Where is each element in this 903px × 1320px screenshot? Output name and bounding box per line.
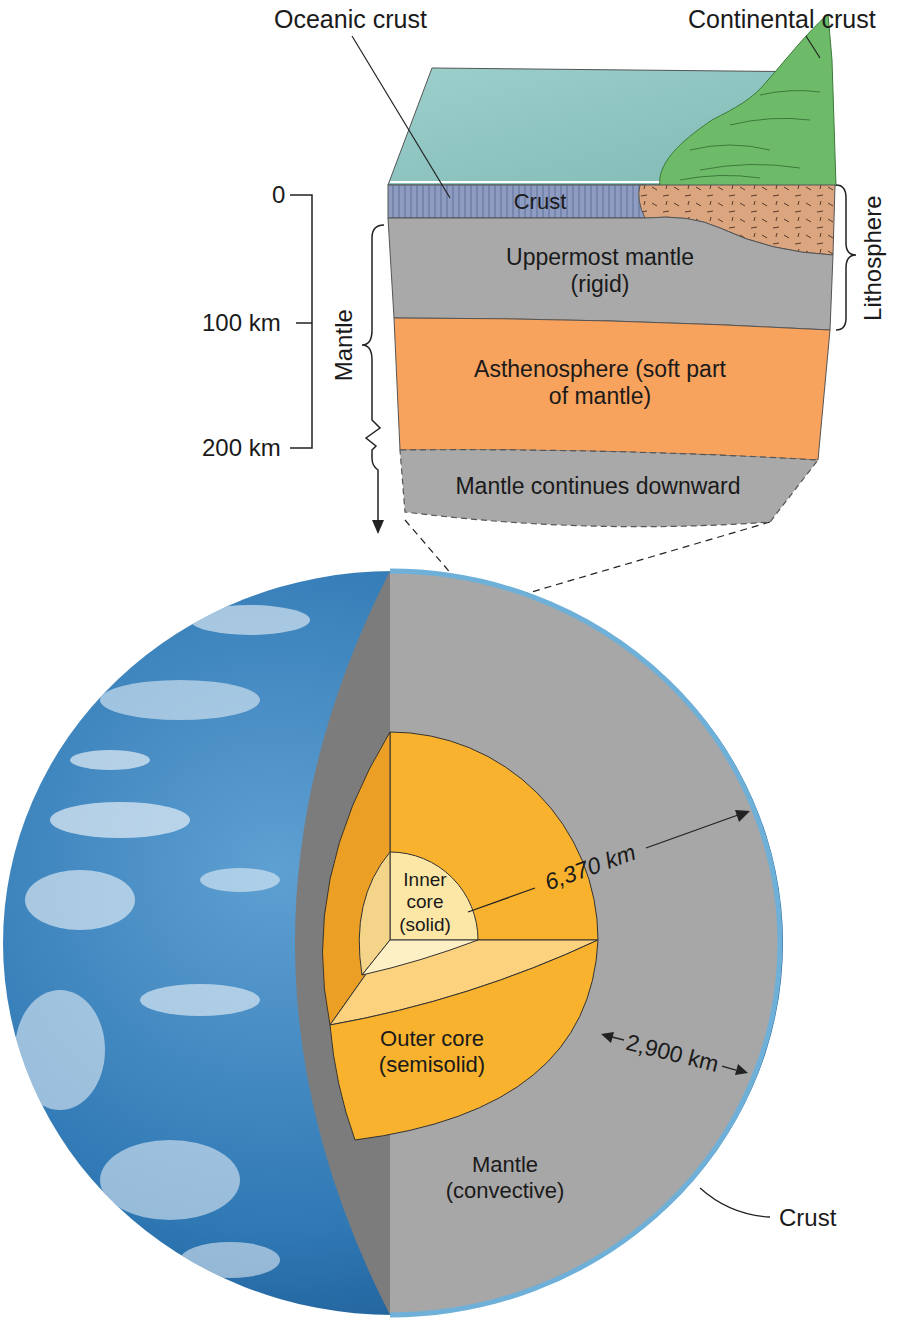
mantle-brace: [362, 225, 384, 522]
depth-mark: 0: [272, 182, 285, 208]
layer-name: Asthenosphere (soft part of mantle): [474, 356, 726, 410]
layer-name: Inner core (solid): [389, 869, 461, 936]
outer-core-lower: [330, 940, 598, 1140]
layer-name: Mantle continues downward: [422, 473, 774, 500]
depth-mark: 100 km: [202, 310, 281, 336]
radius-arrow: [468, 888, 535, 912]
layer-name: Uppermost mantle (rigid): [479, 244, 721, 298]
arrow-head: [601, 1032, 614, 1043]
arrow-head: [735, 810, 750, 822]
arrow-head: [735, 1064, 748, 1075]
mantle-band: Uppermost mantle (rigid): [475, 242, 725, 300]
sea-line: [390, 181, 700, 183]
uppermost-mantle-band: [388, 217, 833, 330]
thickness-arrow: [722, 1066, 736, 1070]
mantle-region: Mantle (convective): [420, 1150, 590, 1206]
radius-arrow: [646, 815, 738, 848]
leader-line: [806, 36, 820, 58]
globe: [3, 571, 783, 1315]
inner-core-upper: [390, 852, 478, 940]
core-region: Inner core (solid): [385, 867, 465, 938]
layer-name: Crust: [474, 189, 606, 215]
layer-name: Outer core (semisolid): [350, 1026, 514, 1078]
arrow-head: [372, 520, 384, 534]
mantle-band: Mantle continues downward: [418, 471, 778, 502]
part-label: Continental crust: [688, 6, 876, 34]
layer-name: Mantle (convective): [424, 1152, 586, 1204]
part-label: Mantle: [331, 309, 357, 381]
part-label: Crust: [779, 1205, 836, 1231]
depth-scale: [290, 195, 312, 448]
core-region: Outer core (semisolid): [346, 1024, 518, 1080]
mantle-cut-face: [295, 571, 390, 1315]
clouds: [15, 605, 310, 1278]
lower-mantle-band: [400, 450, 818, 527]
asthenosphere-band: [394, 318, 830, 460]
mountain-texture: [680, 91, 820, 180]
inner-core-cut: [362, 940, 478, 975]
outer-core-upper: [390, 732, 598, 940]
continent-mountain: [660, 14, 836, 186]
lithosphere-brace: [836, 185, 856, 330]
part-label: Oceanic crust: [274, 6, 427, 34]
dimension: 6,370 km: [542, 840, 640, 896]
leader-line: [700, 1188, 770, 1217]
zoom-line: [494, 522, 770, 603]
crust-band: Crust: [470, 187, 610, 217]
thickness-arrow: [612, 1037, 624, 1040]
oceanic-crust-band: [388, 185, 645, 218]
part-label: Lithosphere: [860, 195, 886, 320]
depth-mark: 200 km: [202, 435, 281, 461]
asthenosphere-band: Asthenosphere (soft part of mantle): [470, 354, 730, 412]
leader-line: [352, 36, 450, 198]
dimension: 2,900 km: [623, 1030, 721, 1077]
